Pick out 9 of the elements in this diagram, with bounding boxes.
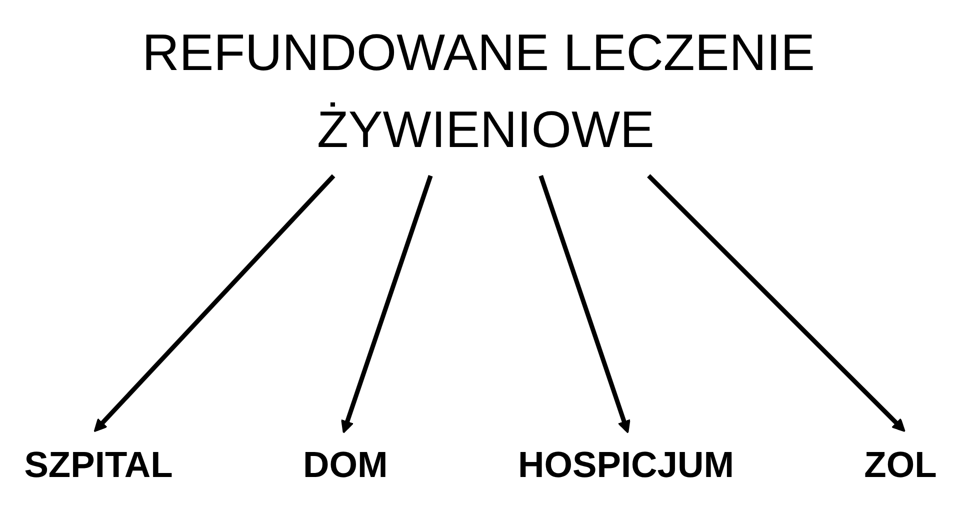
arrow: [340, 175, 432, 434]
node-text: HOSPICJUM: [517, 445, 734, 486]
node-text: SZPITAL: [24, 445, 172, 486]
node-text: DOM: [302, 445, 388, 486]
node-text: REFUNDOWANE LECZENIE ŻYWIENIOWE: [142, 24, 815, 160]
arrow: [646, 174, 905, 432]
arrow: [538, 175, 630, 434]
node-text: ZOL: [864, 445, 936, 486]
arrow: [93, 174, 335, 432]
